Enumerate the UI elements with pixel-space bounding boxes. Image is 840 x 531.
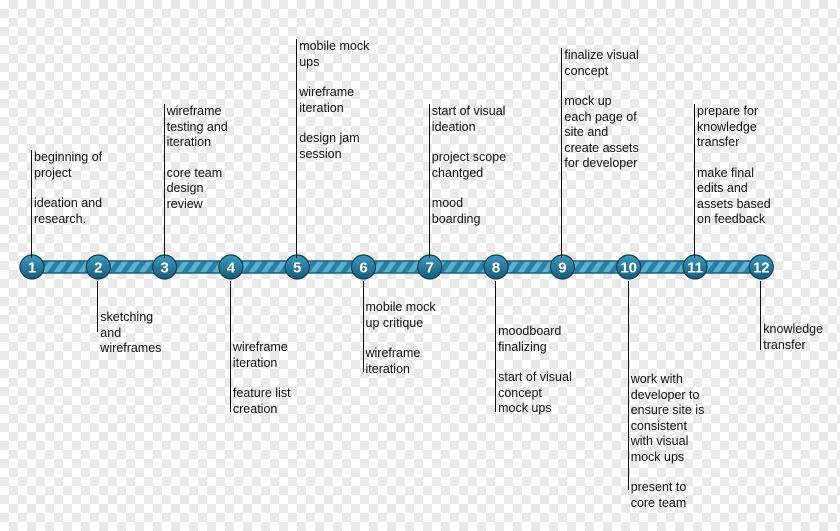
milestone-node-7 xyxy=(417,254,443,280)
milestone-number-8: 8 xyxy=(492,260,500,277)
milestone-label-1: beginning of project ideation and researc… xyxy=(34,150,110,227)
milestone-item: wireframe testing and iteration xyxy=(166,104,228,149)
milestone-label-10: work with developer to ensure site is co… xyxy=(631,372,707,511)
leader-line-8 xyxy=(495,281,497,412)
milestone-node-5 xyxy=(284,254,310,280)
milestone-label-4: wireframe iteration feature list creation xyxy=(233,340,309,417)
milestone-item: wireframe iteration xyxy=(365,346,421,376)
milestone-node-8 xyxy=(483,254,509,280)
leader-line-10 xyxy=(627,281,629,490)
milestone-item: project scope chantged xyxy=(431,150,507,180)
milestone-item: work with developer to ensure site is co… xyxy=(630,372,705,464)
milestone-number-4: 4 xyxy=(227,260,236,277)
milestone-node-1 xyxy=(19,254,45,280)
milestone-node-11 xyxy=(682,254,708,280)
leader-line-2 xyxy=(97,281,99,332)
milestone-label-7: start of visual ideation project scope ch… xyxy=(432,104,508,227)
milestone-item: moodboard finalizing xyxy=(498,324,562,354)
milestone-number-6: 6 xyxy=(359,260,367,277)
milestone-item: ideation and research. xyxy=(34,196,103,226)
milestone-label-9: finalize visual concept mock up each page… xyxy=(564,48,640,172)
milestone-item: wireframe iteration xyxy=(299,85,355,115)
milestone-number-3: 3 xyxy=(160,260,168,277)
milestone-item: wireframe iteration xyxy=(232,340,288,370)
milestone-label-6: mobile mock up critique wireframe iterati… xyxy=(366,300,442,377)
leader-line-5 xyxy=(296,39,298,258)
leader-line-6 xyxy=(362,281,364,372)
milestone-item: start of visual ideation xyxy=(431,104,506,134)
leader-line-4 xyxy=(229,281,231,412)
milestone-item: finalize visual concept xyxy=(564,48,639,78)
leader-line-9 xyxy=(561,48,563,258)
milestone-number-9: 9 xyxy=(558,260,566,277)
milestone-label-3: wireframe testing and iteration core team… xyxy=(167,104,243,212)
milestone-item: beginning of project xyxy=(34,150,103,180)
milestone-number-12: 12 xyxy=(753,260,770,277)
leader-line-7 xyxy=(428,104,430,258)
milestone-label-12: knowledge transfer xyxy=(763,322,839,353)
milestone-item: mobile mock up critique xyxy=(365,300,436,330)
milestone-item: mock up each page of site and create ass… xyxy=(564,94,639,170)
milestone-label-5: mobile mock ups wireframe iteration design… xyxy=(299,39,375,162)
milestone-node-12 xyxy=(748,254,774,280)
milestone-item: sketching and wireframes xyxy=(100,310,162,355)
milestone-number-2: 2 xyxy=(94,260,102,277)
milestone-item: core team design review xyxy=(166,165,223,211)
leader-line-1 xyxy=(31,150,32,258)
milestone-item: design jam session xyxy=(299,131,360,161)
milestone-node-3 xyxy=(152,254,178,280)
milestone-node-4 xyxy=(218,254,244,280)
milestone-label-8: moodboard finalizing start of visual conc… xyxy=(498,324,574,417)
milestone-number-1: 1 xyxy=(28,260,36,277)
milestone-item: feature list creation xyxy=(232,386,291,416)
milestone-number-10: 10 xyxy=(620,260,637,277)
leader-line-11 xyxy=(694,104,695,258)
milestone-node-2 xyxy=(85,254,111,280)
milestone-item: start of visual concept mock ups xyxy=(498,370,572,415)
leader-line-12 xyxy=(760,281,762,350)
milestone-item: knowledge transfer xyxy=(763,322,824,352)
leader-line-3 xyxy=(163,104,165,258)
milestone-item: present to core team xyxy=(630,480,687,510)
milestone-item: prepare for knowledge transfer xyxy=(697,104,759,149)
milestone-number-5: 5 xyxy=(293,260,301,277)
milestone-node-9 xyxy=(549,254,576,280)
milestone-node-6 xyxy=(350,254,377,280)
milestone-number-11: 11 xyxy=(687,260,703,277)
milestone-node-10 xyxy=(616,254,642,280)
milestone-item: mood boarding xyxy=(431,196,481,226)
milestone-label-11: prepare for knowledge transfer make final… xyxy=(697,104,773,228)
milestone-item: make final edits and assets based on fee… xyxy=(697,165,771,227)
milestone-number-7: 7 xyxy=(426,260,434,277)
milestone-item: mobile mock ups xyxy=(299,39,370,69)
milestone-label-2: sketching and wireframes xyxy=(100,310,176,357)
timeline-rope xyxy=(31,260,763,274)
